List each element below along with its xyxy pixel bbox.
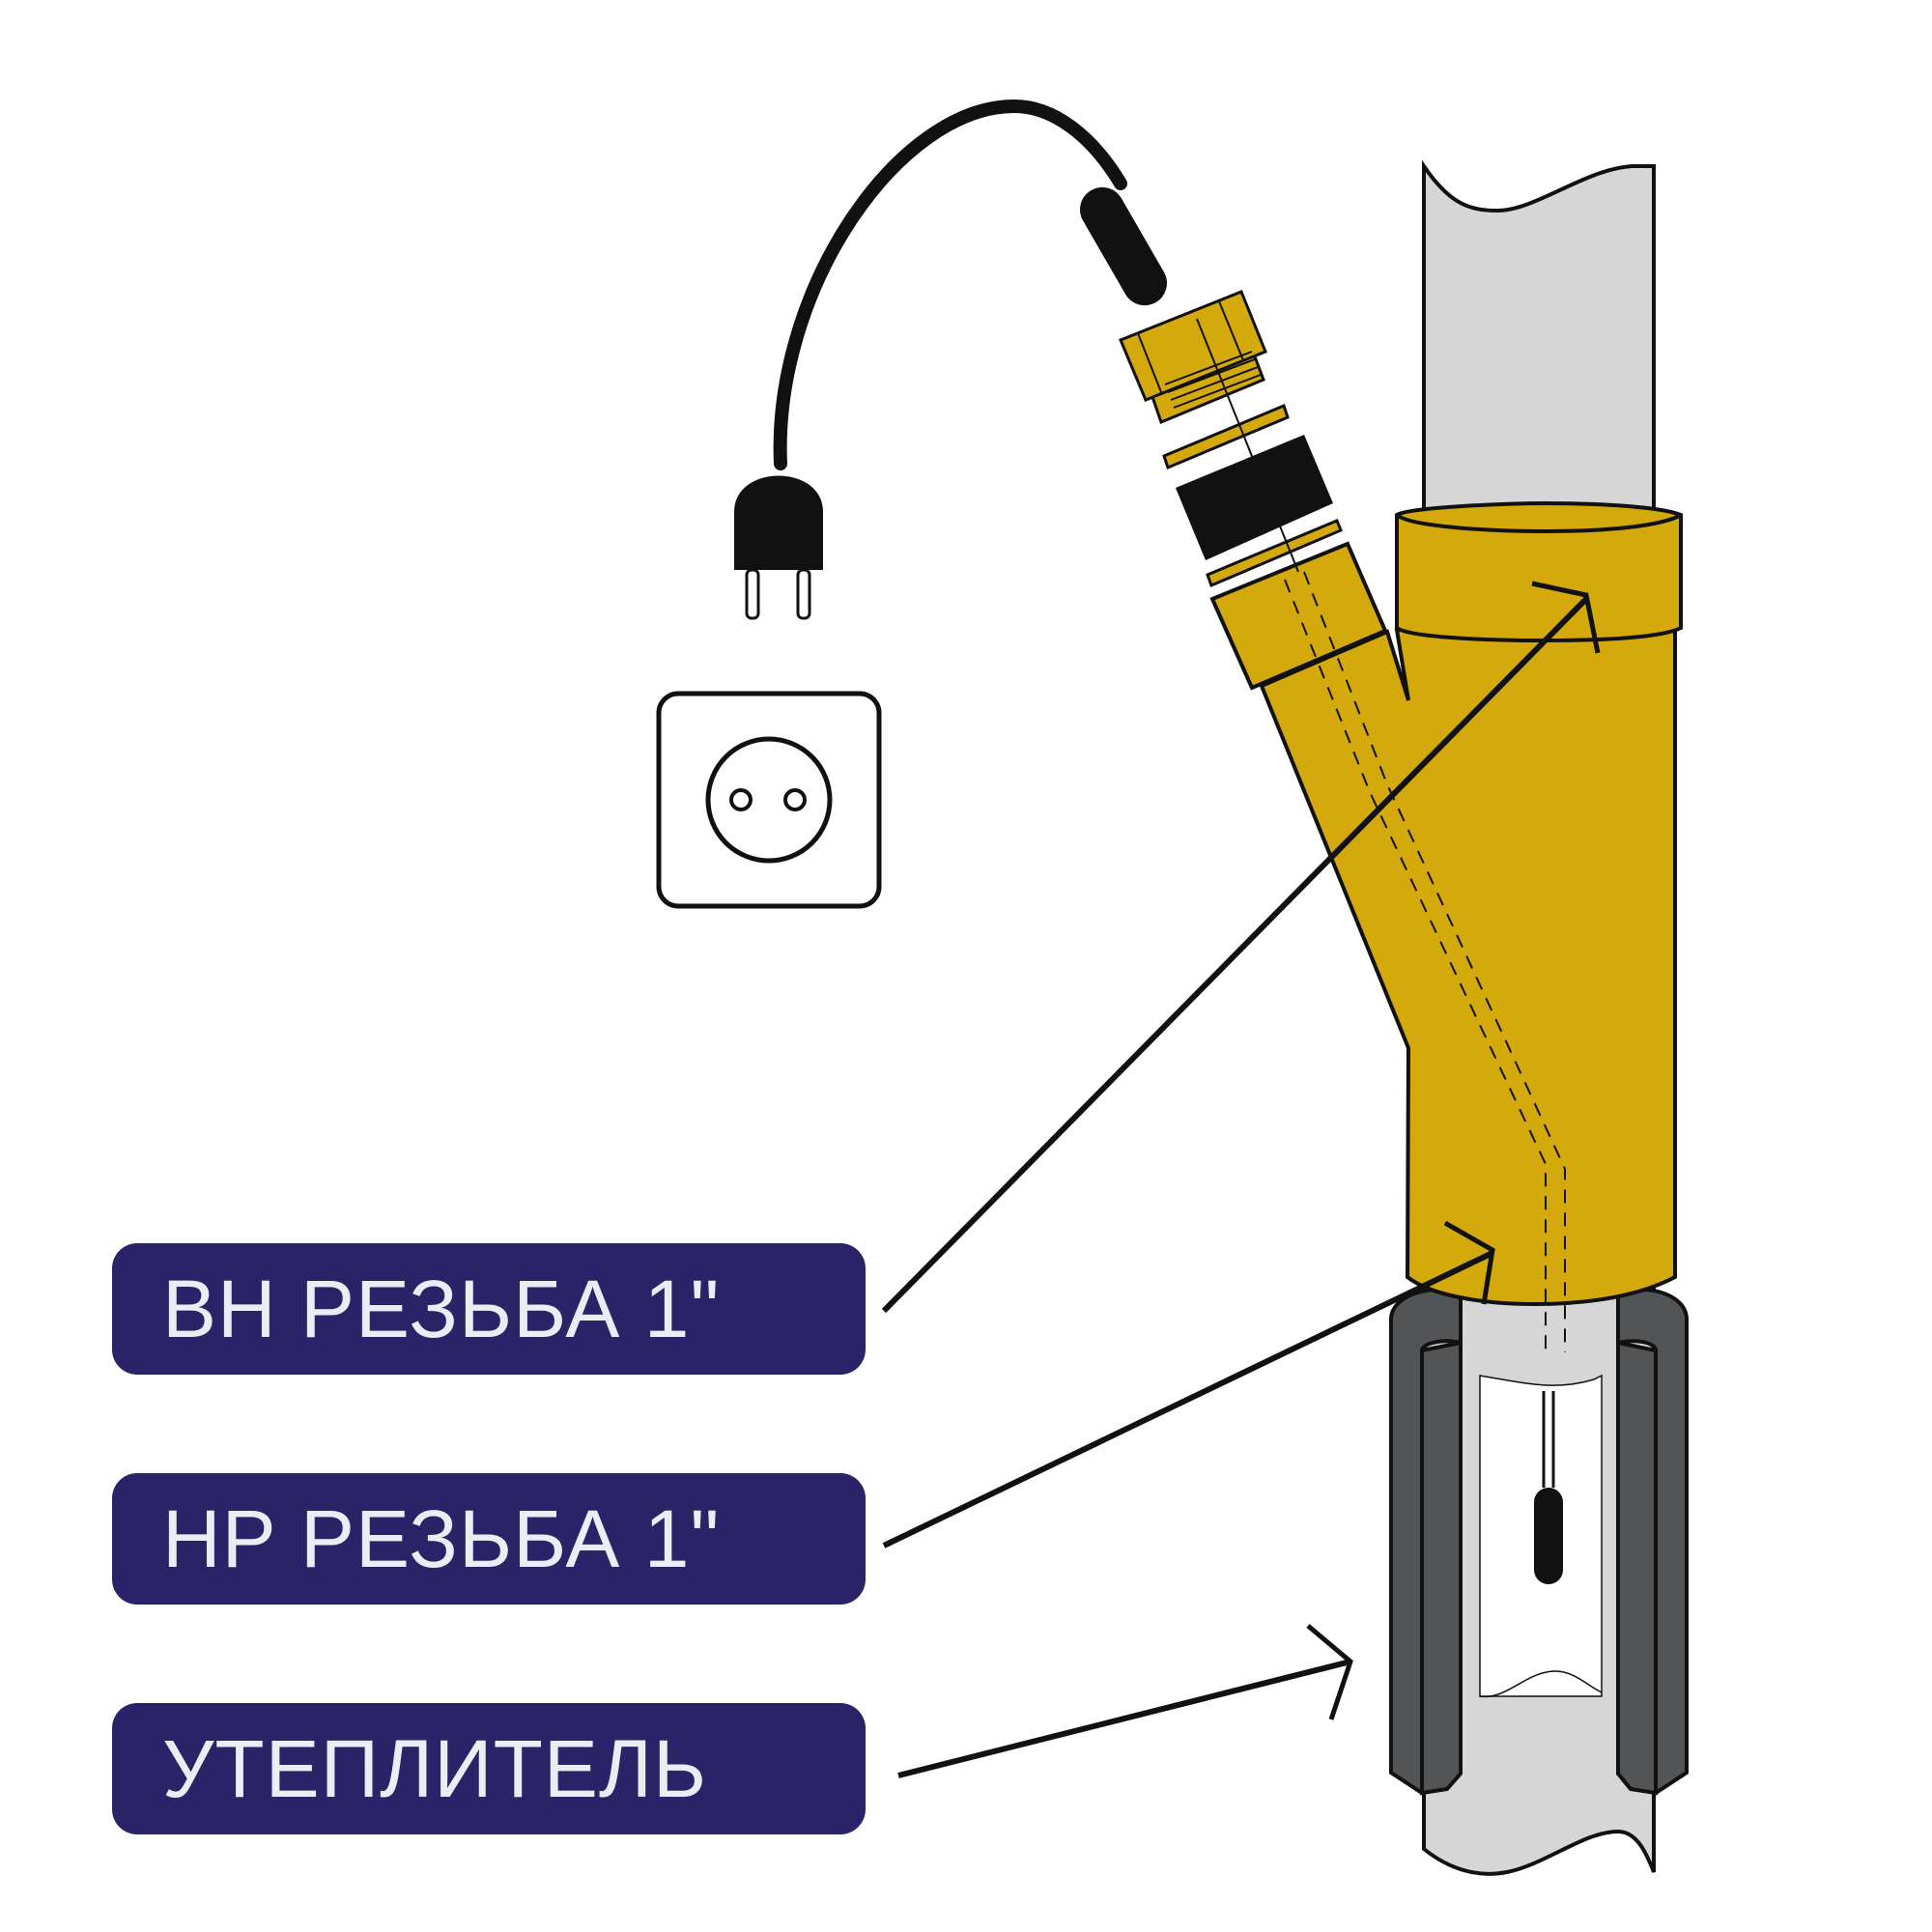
label-internal-thread: ВН РЕЗЬБА 1" — [112, 1243, 866, 1375]
label-insulation: УТЕПЛИТЕЛЬ — [112, 1703, 866, 1834]
insulation-shell — [1389, 1288, 1689, 1797]
wall-socket-icon — [656, 691, 882, 909]
y-fitting — [1209, 500, 1683, 1352]
pointer-external-thread — [882, 1220, 1495, 1548]
label-insulation-text: УТЕПЛИТЕЛЬ — [162, 1722, 708, 1814]
pointer-internal-thread — [881, 581, 1601, 1314]
cutaway-window — [1479, 1374, 1603, 1697]
label-external-thread-text: НР РЕЗЬБА 1" — [162, 1492, 721, 1584]
label-external-thread: НР РЕЗЬБА 1" — [112, 1473, 866, 1605]
power-cable — [773, 99, 1167, 470]
pointer-insulation — [897, 1624, 1353, 1778]
power-plug-icon — [734, 475, 823, 620]
upper-pipe — [1422, 159, 1656, 543]
label-internal-thread-text: ВН РЕЗЬБА 1" — [162, 1263, 721, 1354]
cable-gland — [1119, 290, 1343, 587]
